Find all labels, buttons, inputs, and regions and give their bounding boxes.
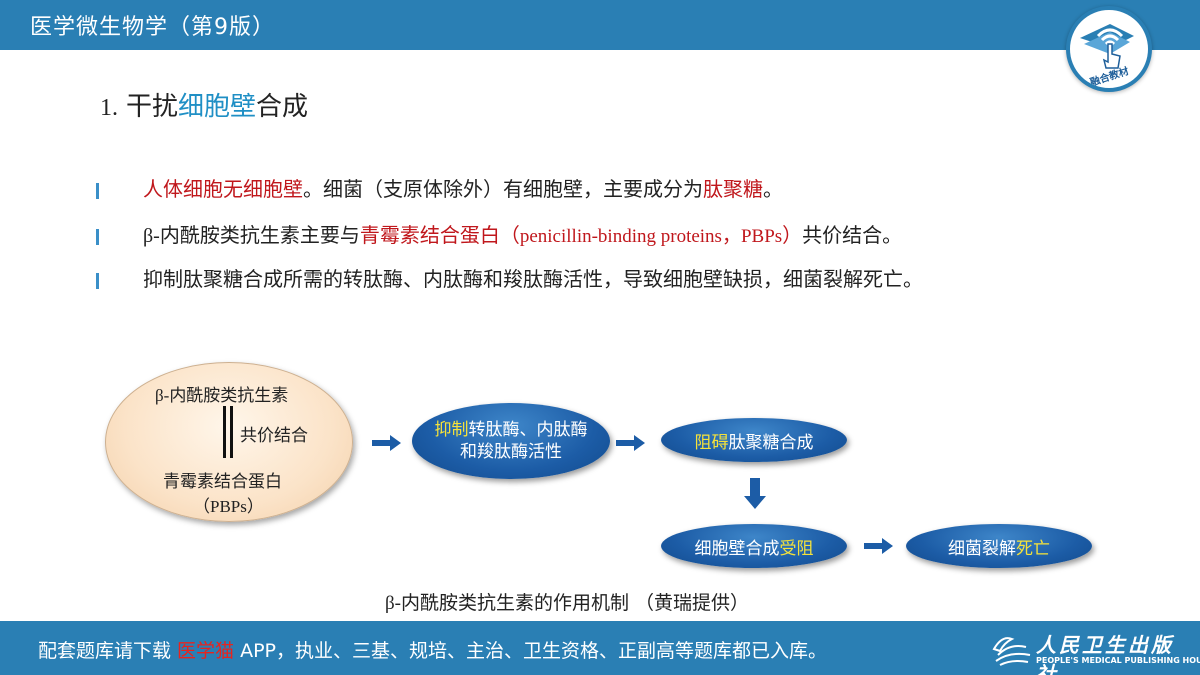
paren-close: ） [246,497,264,517]
step-text: 转肽酶、内肽酶 [468,420,588,440]
bullet-text: 内酰胺类抗生素主要与 [159,223,360,247]
arrow-right-icon [616,435,645,451]
step-inhibit-enzymes: 抑制转肽酶、内肽酶 和羧肽酶活性 [412,403,610,479]
bullet-text-red: 青霉素结合蛋白（ [359,223,520,247]
step-cell-wall-blocked: 细胞壁合成受阻 [661,524,847,568]
beta-symbol: β- [385,593,401,614]
step-bacteria-lysis: 细菌裂解死亡 [906,524,1092,568]
bullet-text: 。 [763,177,783,201]
ellipse-pbp-label: 青霉素结合蛋白 [163,472,282,492]
publisher-emblem-icon [992,637,1031,666]
arrow-right-icon [864,538,893,554]
step-highlight: 抑制 [434,420,469,440]
bullet-item: 抑制肽聚糖合成所需的转肽酶、内肽酶和羧肽酶活性，导致细胞壁缺损，细菌裂解死亡。 [96,266,923,292]
bullet-text: 共价结合。 [802,223,903,247]
step-text: 细菌裂解 [948,538,1016,559]
section-title-highlight: 细胞壁 [178,92,257,122]
arrow-down-icon [744,478,766,509]
bullet-text: 。细菌（支原体除外）有细胞壁，主要成分为 [303,177,703,201]
ellipse-top-text: β-内酰胺类抗生素 [155,381,288,406]
publisher-logo: 人民卫生出版社 PEOPLE'S MEDICAL PUBLISHING HOUS… [990,627,1200,675]
diagram-caption: β-内酰胺类抗生素的作用机制 （黄瑞提供） [385,588,749,615]
bullet-text: 抑制肽聚糖合成所需的转肽酶、内肽酶和羧肽酶活性，导致细胞壁缺损，细菌裂解死亡。 [143,267,923,291]
beta-symbol: β- [143,225,160,247]
ellipse-bond-label: 共价结合 [240,426,308,446]
footer-text: 配套题库请下载 [38,640,178,662]
book-title: 医学微生物学（第9版） [30,15,275,40]
bond-line-left [223,406,226,458]
antibiotic-binding-ellipse [105,362,353,522]
step-line-2: 和羧肽酶活性 [460,442,562,462]
arrow-right-icon [372,435,401,451]
bond-line-right [230,406,233,458]
step-highlight: 死亡 [1016,538,1050,559]
footer-app-name[interactable]: 医学猫 [177,640,235,662]
header-bar: 医学微生物学（第9版） [0,0,1200,50]
bullet-text-red: ） [782,223,803,247]
section-title-prefix: 干扰 [126,92,179,122]
ellipse-antibiotic-label: 内酰胺类抗生素 [169,386,289,406]
pbp-abbr-text: PBPs [210,497,247,516]
step-highlight: 受阻 [779,538,814,559]
bullet-marker [96,272,99,289]
publisher-english-name: PEOPLE'S MEDICAL PUBLISHING HOUSE [1036,656,1200,665]
publisher-name: 人民卫生出版社 [1036,633,1174,675]
section-title-suffix: 合成 [256,92,309,122]
bullet-item: 人体细胞无细胞壁。细菌（支原体除外）有细胞壁，主要成分为肽聚糖。 [96,176,783,202]
ellipse-pbp-abbr: （PBPs） [193,492,264,517]
step-highlight: 阻碍 [694,432,729,453]
bullet-text-red: 肽聚糖 [703,177,763,201]
bullet-text-red-serif: penicillin-binding proteins，PBPs [519,226,783,247]
footer-text: APP，执业、三基、规培、主治、卫生资格、正副高等题库都已入库。 [234,640,828,662]
bullet-text-red: 人体细胞无细胞壁 [143,177,303,201]
step-line-1: 抑制转肽酶、内肽酶 [435,419,588,441]
section-heading: 1. 干扰细胞壁合成 [100,86,308,123]
step-text: 肽聚糖合成 [728,432,814,453]
caption-text: 内酰胺类抗生素的作用机制 （黄瑞提供） [401,592,750,614]
paren-open: （ [193,497,210,517]
section-number: 1. [100,95,118,121]
hand-touch-icon [1080,24,1134,69]
footer-bar: 配套题库请下载 医学猫 APP，执业、三基、规培、主治、卫生资格、正副高等题库都… [0,621,1200,675]
bullet-item: β-内酰胺类抗生素主要与青霉素结合蛋白（penicillin-binding p… [96,222,902,250]
step-block-peptidoglycan: 阻碍肽聚糖合成 [661,418,847,462]
footer-promo-text: 配套题库请下载 医学猫 APP，执业、三基、规培、主治、卫生资格、正副高等题库都… [38,636,827,663]
fusion-textbook-badge[interactable]: 融合教材 [1066,6,1152,92]
step-text: 细胞壁合成 [694,538,780,559]
beta-symbol: β- [155,386,170,405]
bullet-marker [96,228,99,245]
bullet-marker [96,182,99,199]
